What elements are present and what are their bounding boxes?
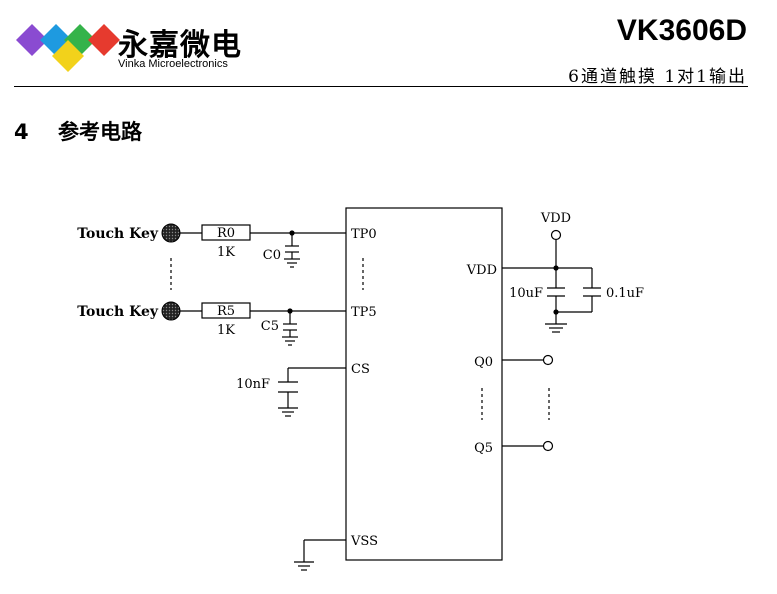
header-divider bbox=[14, 86, 748, 87]
section-title-text: 参考电路 bbox=[58, 120, 142, 144]
touch-key-label-2: Touch Key bbox=[77, 304, 159, 320]
cap-cs-label: 10nF bbox=[236, 377, 270, 392]
pin-vdd: VDD bbox=[466, 263, 497, 278]
page-header: 永嘉微电 Vinka Microelectronics VK3606D 6通道触… bbox=[0, 0, 777, 90]
cap-01uf-label: 0.1uF bbox=[606, 286, 644, 301]
part-number: VK3606D bbox=[616, 14, 747, 47]
junction-vdd bbox=[553, 265, 559, 271]
q5-terminal bbox=[542, 440, 554, 452]
logo-diamond-red bbox=[88, 24, 120, 56]
pin-tp5: TP5 bbox=[351, 305, 377, 320]
brand-name-en: Vinka Microelectronics bbox=[118, 58, 228, 70]
pin-cs: CS bbox=[351, 362, 370, 377]
pin-vss: VSS bbox=[350, 534, 378, 549]
ic-body bbox=[345, 207, 503, 561]
pin-tp0: TP0 bbox=[351, 227, 377, 242]
section-number: 4 bbox=[14, 120, 29, 144]
resistor-r5-label: R5 bbox=[217, 304, 235, 319]
resistor-r0-label: R0 bbox=[217, 226, 235, 241]
vdd-terminal bbox=[550, 229, 562, 241]
cap-c0-label: C0 bbox=[263, 248, 281, 263]
pin-q5: Q5 bbox=[474, 441, 493, 456]
junction-c5 bbox=[287, 308, 293, 314]
touch-key-label-1: Touch Key bbox=[77, 226, 159, 242]
resistor-r5-value: 1K bbox=[217, 323, 235, 338]
logo-diamond-purple bbox=[16, 24, 48, 56]
cap-c5-label: C5 bbox=[261, 319, 279, 334]
brand-name-cn: 永嘉微电 bbox=[118, 28, 242, 63]
logo-diamond-yellow bbox=[52, 40, 84, 72]
touch-key-pad-2 bbox=[161, 301, 181, 321]
section-heading: 4 参考电路 bbox=[14, 116, 142, 146]
vinka-logo bbox=[16, 24, 120, 72]
resistor-r0-value: 1K bbox=[217, 245, 235, 260]
touch-key-pad-1 bbox=[161, 223, 181, 243]
q0-terminal bbox=[542, 354, 554, 366]
junction-vdd-gnd bbox=[553, 309, 559, 315]
junction-c0 bbox=[289, 230, 295, 236]
supply-vdd-label: VDD bbox=[540, 211, 571, 226]
cap-10uf-label: 10uF bbox=[509, 286, 543, 301]
pin-q0: Q0 bbox=[474, 355, 493, 370]
product-subtitle: 6通道触摸 1对1输出 bbox=[568, 67, 747, 87]
